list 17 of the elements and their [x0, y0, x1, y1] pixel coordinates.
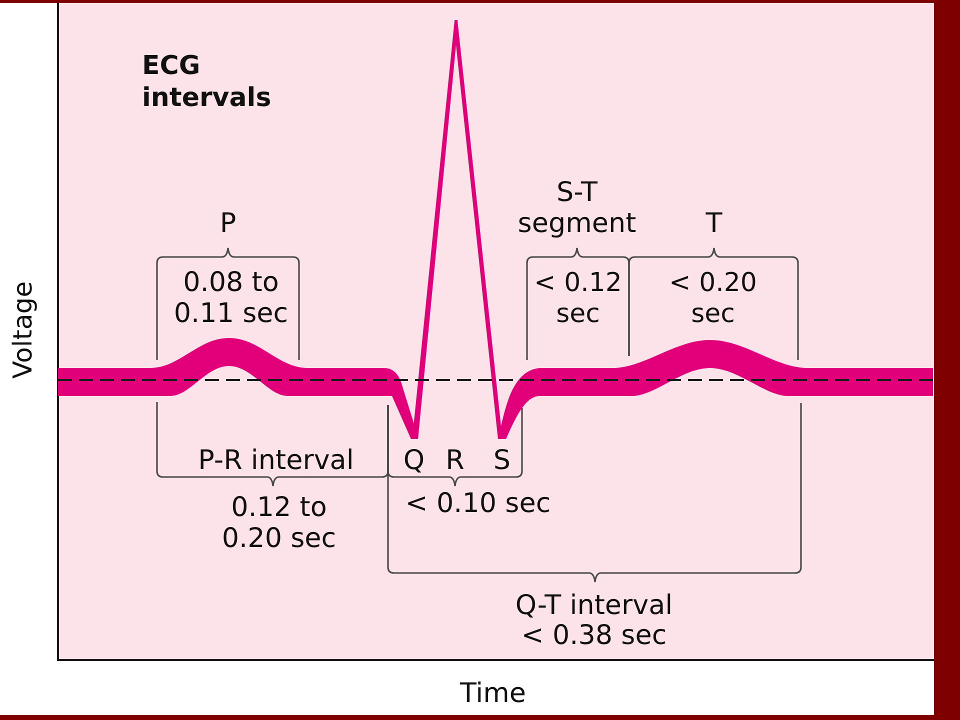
wave-label: S: [493, 445, 511, 476]
axis-title: Time: [460, 678, 526, 709]
segment-label: S-T segment: [516, 177, 638, 239]
wave-label: P: [220, 208, 236, 239]
duration-label: < 0.38 sec: [521, 620, 667, 651]
interval-label: Q-T interval: [515, 590, 673, 621]
duration-label: < 0.10 sec: [405, 488, 551, 519]
wave-label: R: [446, 445, 464, 476]
wave-label: T: [706, 208, 722, 239]
wave-label: Q: [403, 445, 425, 476]
duration-label: < 0.12 sec: [533, 268, 623, 330]
duration-label: 0.08 to 0.11 sec: [172, 267, 290, 329]
interval-label: P-R interval: [198, 445, 354, 476]
duration-label: < 0.20 sec: [668, 268, 758, 330]
axis-title: Voltage: [8, 281, 40, 379]
duration-label: 0.12 to 0.20 sec: [220, 492, 338, 554]
chart-title: ECG intervals: [142, 50, 272, 114]
